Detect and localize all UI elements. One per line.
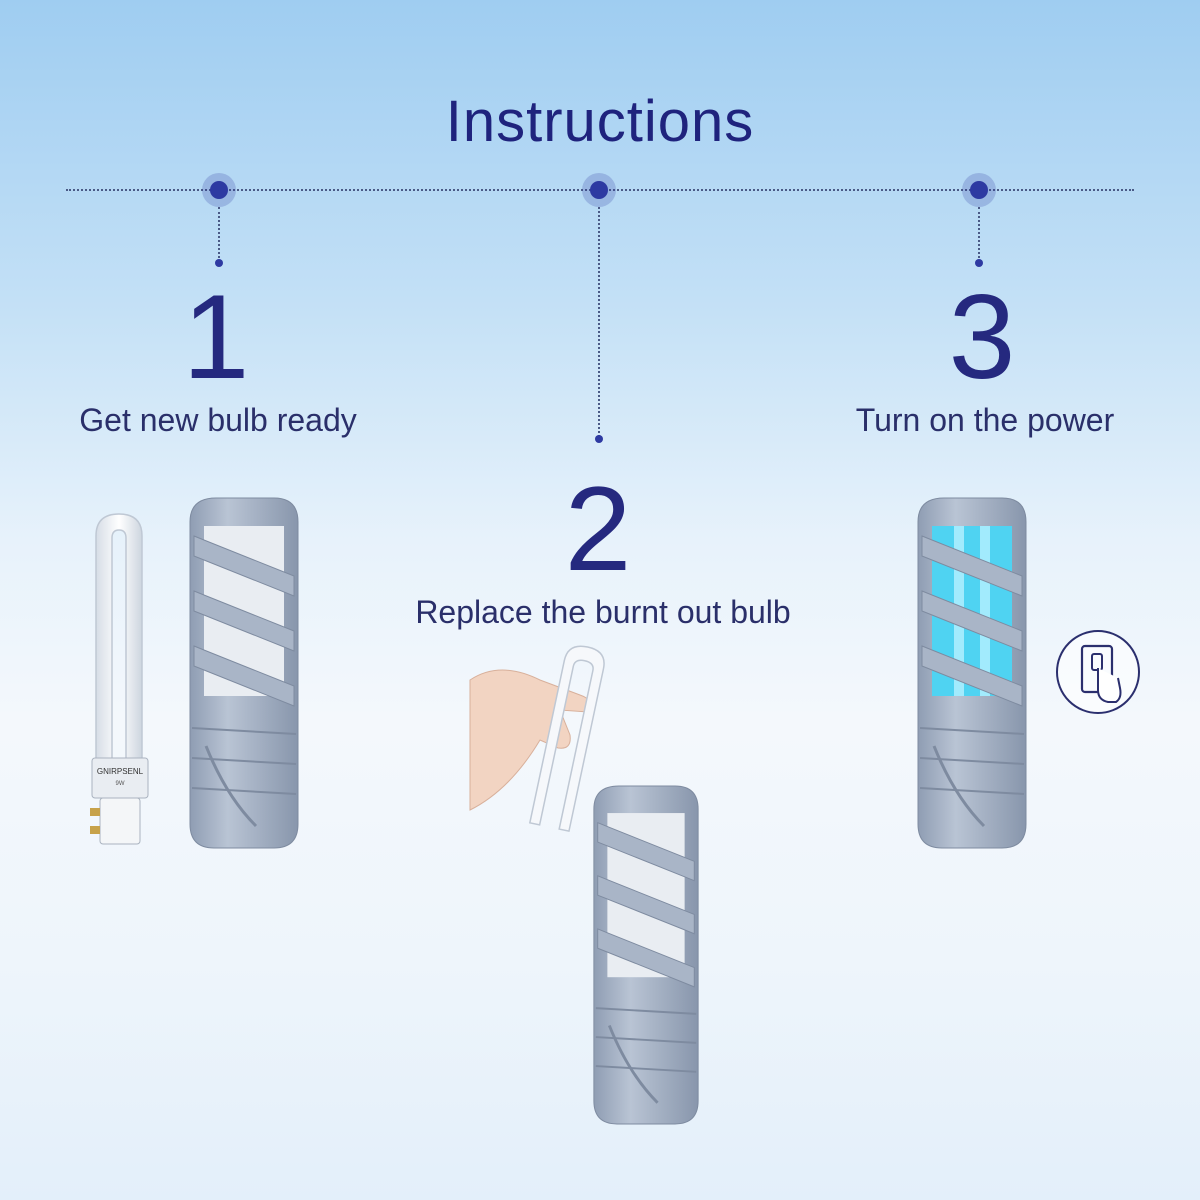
connector-dot-1 [215, 259, 223, 267]
step-label-1: Get new bulb ready [79, 402, 357, 438]
connector-2 [598, 207, 600, 437]
bulb-icon: GNIRPSENL 9W [90, 513, 149, 845]
device-icon-open [593, 785, 699, 1125]
device-icon [189, 497, 299, 849]
connector-1 [218, 207, 220, 262]
timeline-node-3 [962, 173, 996, 207]
step-label-3: Turn on the power [855, 402, 1115, 438]
step-label-2: Replace the burnt out bulb [415, 594, 791, 630]
timeline-node-2 [582, 173, 616, 207]
step-number-3: 3 [948, 270, 1016, 404]
connector-dot-2 [595, 435, 603, 443]
bulb-wattage-text: 9W [116, 781, 125, 787]
step-number-2: 2 [564, 462, 632, 596]
replacement-bulb-icon [528, 645, 605, 833]
device-icon-glowing [917, 497, 1027, 849]
timeline-node-1 [202, 173, 236, 207]
connector-3 [978, 207, 980, 262]
bulb-label-text: GNIRPSENL [97, 767, 144, 776]
connector-dot-3 [975, 259, 983, 267]
page-title: Instructions [445, 89, 755, 154]
power-switch-icon [1056, 630, 1140, 714]
step-number-1: 1 [182, 270, 250, 404]
